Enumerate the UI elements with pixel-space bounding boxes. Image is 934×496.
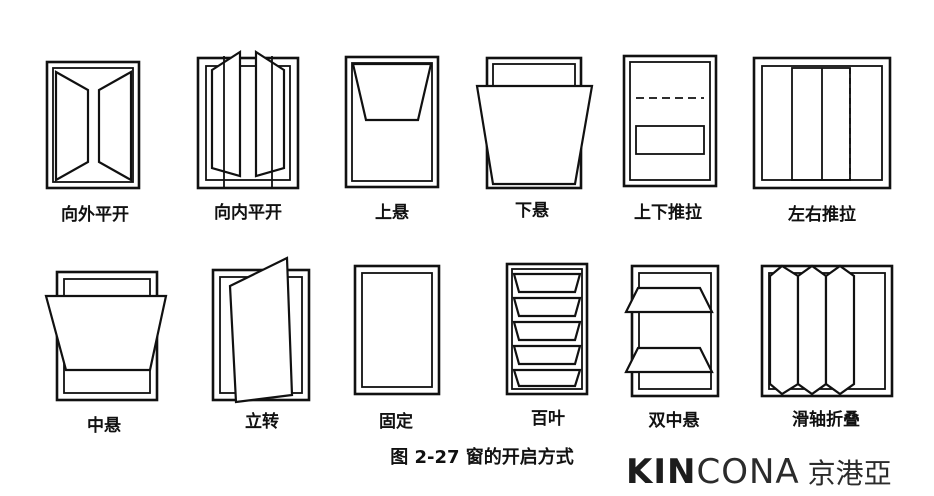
logo-chinese: 京港亞 — [807, 457, 892, 490]
label-vertical-pivot: 立转 — [245, 411, 279, 432]
window-horizontal-sliding — [752, 56, 892, 190]
window-bottom-hung — [475, 56, 594, 190]
label-center-pivot: 中悬 — [87, 415, 121, 436]
brand-logo: KIN CONA 京港亞 — [626, 452, 892, 492]
label-louvre: 百叶 — [531, 409, 565, 429]
label-inward-casement: 向内平开 — [214, 202, 282, 223]
window-inward-casement — [196, 49, 300, 190]
window-vertical-sliding — [622, 54, 718, 188]
logo-kin: KIN — [626, 452, 697, 492]
label-double-center-pivot: 双中悬 — [649, 410, 700, 431]
label-outward-casement: 向外平开 — [61, 204, 129, 225]
window-double-center-pivot — [624, 264, 720, 398]
figure-caption: 图 2-27 窗的开启方式 — [390, 446, 574, 468]
label-bottom-hung: 下悬 — [515, 201, 549, 221]
label-top-hung: 上悬 — [375, 203, 409, 223]
label-fixed: 固定 — [379, 411, 413, 432]
window-outward-casement — [45, 60, 141, 190]
label-sliding-folding: 滑轴折叠 — [792, 409, 860, 430]
label-horizontal-sliding: 左右推拉 — [788, 204, 856, 225]
logo-cona: CONA — [696, 452, 800, 492]
window-vertical-pivot — [211, 256, 311, 404]
window-louvre — [505, 262, 589, 396]
window-sliding-folding — [760, 264, 894, 398]
window-top-hung — [344, 55, 440, 189]
window-center-pivot — [44, 270, 168, 402]
label-vertical-sliding: 上下推拉 — [634, 202, 702, 223]
window-fixed — [353, 264, 441, 396]
